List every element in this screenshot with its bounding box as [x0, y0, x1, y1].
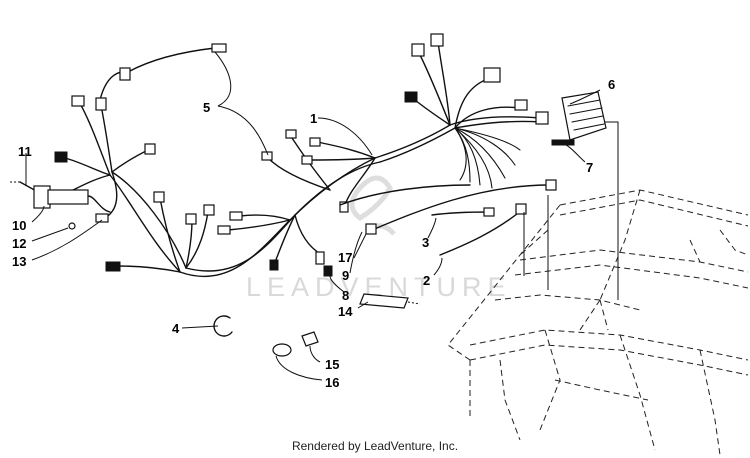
connector — [515, 203, 527, 215]
callout-13: 13 — [12, 254, 26, 269]
connector — [514, 99, 528, 111]
vehicle-frame — [447, 189, 749, 456]
callout-1: 1 — [310, 111, 317, 126]
callout-7: 7 — [586, 160, 593, 175]
harness-connectors — [51, 33, 549, 272]
connector — [339, 201, 349, 213]
callout-15: 15 — [325, 357, 339, 372]
switch-housing — [47, 189, 89, 205]
voltage-regulator — [551, 91, 607, 146]
callout-9: 9 — [342, 268, 349, 283]
connector — [483, 67, 501, 83]
callout-12: 12 — [12, 236, 26, 251]
ignition-switch-assembly — [10, 181, 111, 230]
connector — [229, 211, 243, 221]
callout-11: 11 — [18, 144, 32, 159]
connector — [404, 91, 418, 103]
connector — [211, 43, 227, 53]
callout-14: 14 — [338, 304, 353, 319]
separate-wires — [339, 179, 557, 256]
connector — [185, 213, 197, 225]
callout-17: 17 — [338, 250, 352, 265]
washer — [68, 222, 76, 230]
connector — [430, 33, 444, 47]
grommet — [213, 315, 233, 337]
connector — [105, 261, 121, 272]
connector — [309, 137, 321, 147]
fuse — [359, 293, 409, 309]
clip — [301, 331, 319, 347]
connector — [217, 225, 231, 235]
callout-6: 6 — [608, 77, 615, 92]
connector — [545, 179, 557, 191]
main-wiring-harness — [59, 41, 543, 278]
connector — [535, 111, 549, 125]
callout-10: 10 — [12, 218, 26, 233]
clamp — [272, 343, 292, 357]
connector — [411, 43, 425, 57]
callout-3: 3 — [422, 235, 429, 250]
callout-labels: 1 2 3 4 5 6 7 8 9 10 11 12 13 14 15 16 1… — [12, 77, 615, 390]
connector — [95, 213, 109, 223]
leader-lines — [25, 51, 619, 381]
render-credit: Rendered by LeadVenture, Inc. — [291, 439, 459, 453]
callout-4: 4 — [172, 321, 180, 336]
callout-5: 5 — [203, 100, 210, 115]
callout-8: 8 — [342, 288, 349, 303]
fuse-holder — [323, 265, 333, 277]
callout-16: 16 — [325, 375, 339, 390]
connector — [71, 95, 85, 107]
small-parts — [213, 265, 421, 357]
connector — [153, 191, 165, 203]
watermark: LEADVENTURE — [246, 175, 506, 302]
connector — [483, 207, 495, 217]
connector — [119, 67, 131, 81]
connector — [365, 223, 377, 235]
bolt — [551, 139, 575, 146]
connector — [95, 97, 107, 111]
connector — [203, 204, 215, 216]
connector — [54, 151, 68, 163]
connector — [301, 155, 313, 165]
connector — [315, 251, 325, 265]
connector — [269, 259, 279, 271]
connector — [144, 143, 156, 155]
callout-2: 2 — [423, 273, 430, 288]
connector — [285, 129, 297, 139]
